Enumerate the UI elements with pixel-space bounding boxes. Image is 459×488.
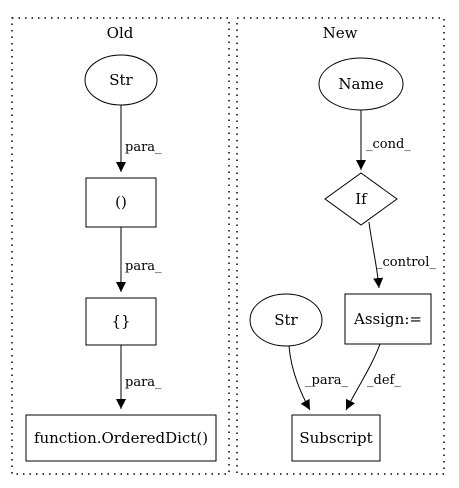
node-old-function: function.OrderedDict() [25, 414, 217, 462]
svg-text:{}: {} [111, 312, 130, 330]
node-old-brace: {} [85, 297, 157, 346]
svg-text:(): () [115, 193, 127, 211]
edge-label: para_ [125, 140, 162, 155]
node-new-subscript: Subscript [291, 414, 381, 462]
node-new-assign: Assign:= [344, 293, 432, 345]
cluster-new: New [236, 17, 445, 475]
edge-new-assign-to-subscript: _def_ [345, 343, 401, 411]
svg-text:Assign:=: Assign:= [353, 310, 422, 328]
node-new-name: Name [318, 57, 404, 111]
svg-text:Name: Name [338, 75, 383, 93]
cluster-old: Old [11, 17, 230, 475]
node-old-paren: () [85, 177, 157, 228]
edge-new-if-to-assign: _control_ [368, 221, 436, 289]
svg-text:function.OrderedDict(): function.OrderedDict() [34, 429, 208, 447]
edge-label: para_ [125, 375, 162, 390]
node-new-str: Str [249, 293, 323, 347]
node-old-str: Str [84, 54, 158, 106]
cluster-new-title: New [323, 24, 358, 42]
svg-text:If: If [355, 190, 368, 208]
edge-old-brace-to-func: para_ [116, 345, 162, 409]
edge-new-name-to-if: _cond_ [356, 110, 411, 170]
edge-label: _cond_ [366, 137, 411, 152]
edge-new-str-to-subscript: _para_ [288, 345, 349, 411]
edge-old-str-to-paren: para_ [116, 105, 162, 172]
edge-label: _control_ [376, 255, 436, 270]
svg-text:Str: Str [274, 311, 298, 329]
edge-old-paren-to-brace: para_ [116, 227, 162, 292]
svg-text:Subscript: Subscript [299, 429, 372, 447]
node-new-if: If [324, 172, 398, 226]
cluster-old-title: Old [107, 24, 134, 42]
edge-label: _para_ [305, 373, 349, 388]
svg-text:Str: Str [109, 71, 133, 89]
edge-label: _def_ [367, 373, 401, 388]
edge-label: para_ [125, 259, 162, 274]
